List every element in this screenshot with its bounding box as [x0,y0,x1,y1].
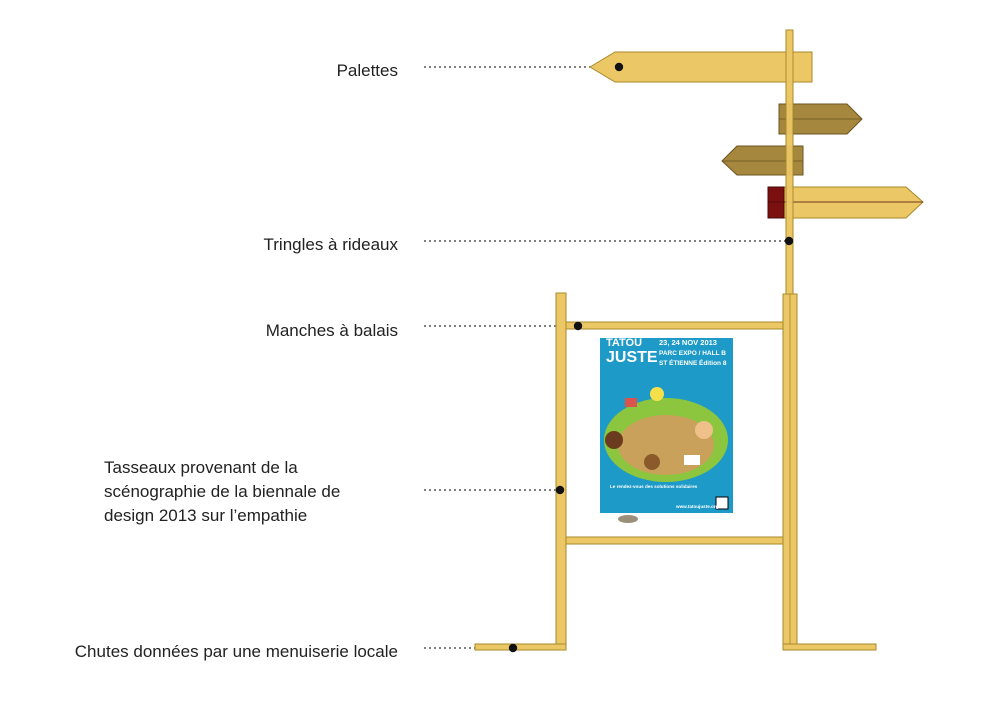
poster-person-right-icon [695,421,713,439]
label-palettes: Palettes [336,61,398,80]
bottom-crossbar [565,536,784,545]
poster-venue: PARC EXPO / HALL B [659,350,726,357]
broom-handle-crossbar [565,321,784,330]
red-plank-end [767,186,785,219]
poster-city: ST ÉTIENNE [659,358,698,367]
label-tasseaux-line3: design 2013 sur l’empathie [104,506,308,525]
label-tasseaux: Tasseaux provenant de la scénographie de… [104,456,404,528]
dot-tringles [784,236,794,246]
callout-dots [508,62,794,653]
palette-sign-left [589,51,813,83]
poster-url: www.tatoujuste.org [675,504,719,509]
poster-title-bottom: JUSTE [606,349,658,366]
palette-sign-right-long [782,186,924,219]
dot-palettes [614,62,624,72]
label-tringles: Tringles à rideaux [263,235,399,254]
poster-girl-icon [644,454,660,470]
dot-chutes [508,643,518,653]
label-tasseaux-line2: scénographie de la biennale de [104,482,341,501]
left-foot [474,643,567,651]
poster-goat-icon [684,455,700,465]
poster-person-left-icon [605,431,623,449]
leader-lines [424,66,788,649]
event-poster: TATOU 23, 24 NOV 2013 JUSTE PARC EXPO / … [600,337,733,526]
poster-armadillo-icon [618,515,638,523]
palette-sign-left-dark [721,145,804,176]
poster-slogan: Le rendez-vous des solutions solidaires [610,484,698,489]
poster-title-top: TATOU [606,337,642,349]
label-manches: Manches à balais [265,321,398,340]
dot-tasseaux [555,485,565,495]
dot-manches [573,321,583,331]
label-chutes: Chutes données par une menuiserie locale [74,642,398,661]
poster-sun-icon [650,387,664,401]
poster-dates: 23, 24 NOV 2013 [659,338,717,347]
poster-qr-icon [715,496,729,510]
poster-edition: Édition 8 [699,358,727,367]
poster-house-icon [625,398,637,407]
curtain-rod-pole-front [785,29,794,296]
label-tasseaux-line1: Tasseaux provenant de la [104,458,298,477]
right-foot [782,643,877,651]
left-post [555,292,567,647]
